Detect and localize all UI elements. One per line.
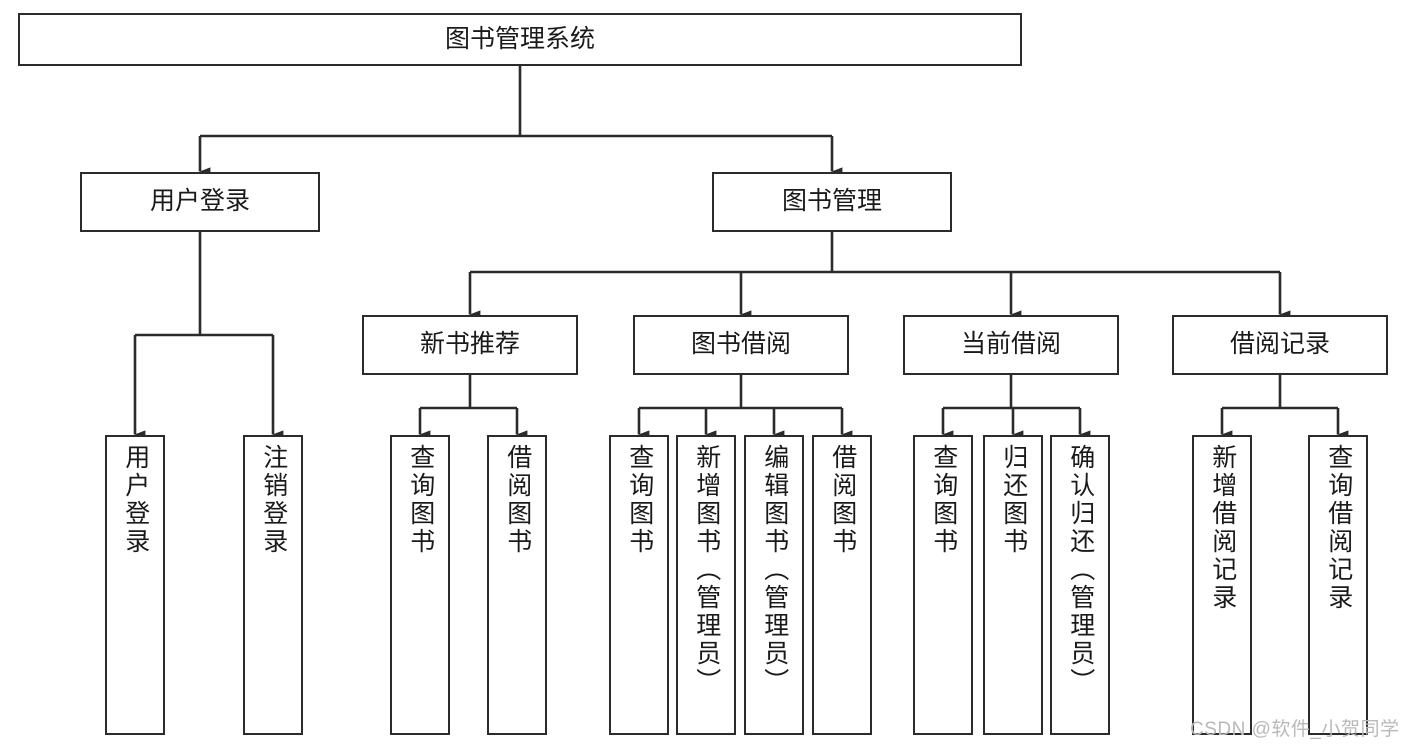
node-label-new-book-rec: 新书推荐 <box>419 330 520 359</box>
node-label-leaf-user-logout: 注销登录 <box>259 444 288 556</box>
node-leaf-borrow-book-1[interactable]: 借阅图书 <box>487 435 547 735</box>
node-label-leaf-borrow-book-2: 借阅图书 <box>828 444 857 556</box>
node-book-manage[interactable]: 图书管理 <box>712 172 952 232</box>
node-leaf-query-book-1[interactable]: 查询图书 <box>390 435 450 735</box>
node-label-book-manage: 图书管理 <box>781 187 882 216</box>
node-leaf-user-logout[interactable]: 注销登录 <box>243 435 303 735</box>
node-label-current-borrow: 当前借阅 <box>960 330 1061 359</box>
node-root[interactable]: 图书管理系统 <box>18 13 1022 66</box>
node-label-leaf-confirm-return: 确认归还（管理员） <box>1066 444 1095 696</box>
node-user-login[interactable]: 用户登录 <box>80 172 320 232</box>
node-label-leaf-add-record: 新增借阅记录 <box>1208 444 1237 612</box>
node-label-leaf-edit-book: 编辑图书（管理员） <box>760 444 789 696</box>
node-book-borrow[interactable]: 图书借阅 <box>633 315 849 375</box>
node-leaf-add-record[interactable]: 新增借阅记录 <box>1192 435 1252 735</box>
node-leaf-user-login[interactable]: 用户登录 <box>105 435 165 735</box>
csdn-watermark: CSDN @软件_小贺同学 <box>1190 719 1400 740</box>
node-current-borrow[interactable]: 当前借阅 <box>903 315 1119 375</box>
node-leaf-edit-book[interactable]: 编辑图书（管理员） <box>744 435 804 735</box>
node-label-user-login: 用户登录 <box>149 187 250 216</box>
node-leaf-query-book-3[interactable]: 查询图书 <box>913 435 973 735</box>
node-label-book-borrow: 图书借阅 <box>690 330 791 359</box>
node-leaf-borrow-book-2[interactable]: 借阅图书 <box>812 435 872 735</box>
node-leaf-return-book[interactable]: 归还图书 <box>983 435 1043 735</box>
node-label-leaf-query-record: 查询借阅记录 <box>1324 444 1353 612</box>
node-leaf-add-book[interactable]: 新增图书（管理员） <box>676 435 736 735</box>
node-label-borrow-record: 借阅记录 <box>1229 330 1330 359</box>
node-new-book-rec[interactable]: 新书推荐 <box>362 315 578 375</box>
node-label-leaf-add-book: 新增图书（管理员） <box>692 444 721 696</box>
node-label-root: 图书管理系统 <box>444 24 595 53</box>
node-leaf-query-record[interactable]: 查询借阅记录 <box>1308 435 1368 735</box>
node-borrow-record[interactable]: 借阅记录 <box>1172 315 1388 375</box>
node-label-leaf-return-book: 归还图书 <box>999 444 1028 556</box>
node-label-leaf-query-book-3: 查询图书 <box>929 444 958 556</box>
node-label-leaf-borrow-book-1: 借阅图书 <box>503 444 532 556</box>
node-label-leaf-query-book-2: 查询图书 <box>625 444 654 556</box>
node-label-leaf-user-login: 用户登录 <box>121 444 150 556</box>
node-label-leaf-query-book-1: 查询图书 <box>406 444 435 556</box>
node-leaf-query-book-2[interactable]: 查询图书 <box>609 435 669 735</box>
node-leaf-confirm-return[interactable]: 确认归还（管理员） <box>1050 435 1110 735</box>
